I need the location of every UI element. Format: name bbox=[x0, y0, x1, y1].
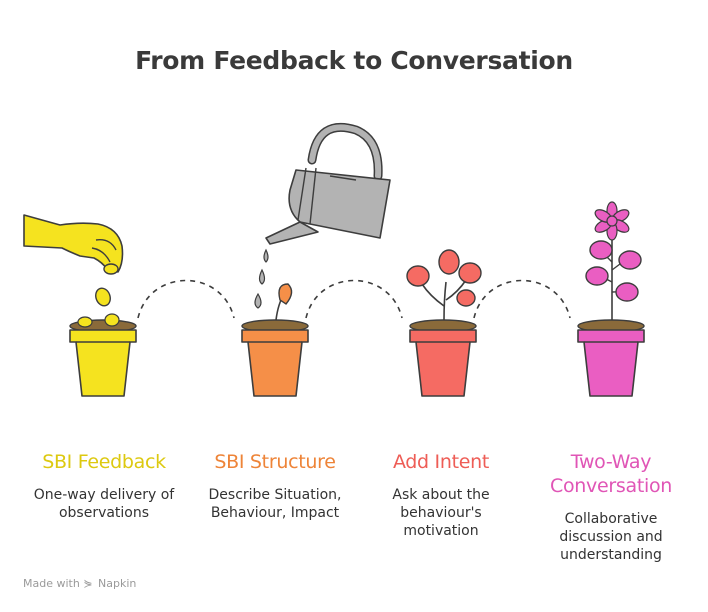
connector-3 bbox=[473, 279, 571, 319]
seed-icon bbox=[95, 287, 111, 307]
pot-pink bbox=[577, 319, 645, 397]
leafy-plant-icon bbox=[406, 249, 482, 321]
flower-icon bbox=[585, 201, 642, 320]
hand-icon bbox=[23, 214, 124, 275]
step-description: Describe Situation, Behaviour, Impact bbox=[208, 487, 342, 521]
pot-orange bbox=[241, 319, 309, 397]
napkin-logo-icon: ⋟ bbox=[83, 577, 93, 590]
step-title: SBI Structure bbox=[214, 451, 336, 473]
pot-yellow bbox=[69, 313, 137, 397]
step-description: Ask about the behaviour's motivation bbox=[392, 487, 490, 539]
step-two-way-conversation: Two-Way Conversation Collaborative discu… bbox=[526, 450, 696, 564]
step-sbi-structure: SBI Structure Describe Situation, Behavi… bbox=[190, 450, 360, 522]
step-add-intent: Add Intent Ask about the behaviour's mot… bbox=[356, 450, 526, 540]
step-description: One-way delivery of observations bbox=[33, 487, 175, 521]
made-with-label: Made with bbox=[23, 577, 80, 590]
footer: Made with ⋟ Napkin bbox=[23, 577, 136, 590]
connector-2 bbox=[305, 279, 403, 319]
brand-label: Napkin bbox=[98, 577, 137, 590]
watering-can-icon bbox=[265, 122, 391, 245]
pot-red bbox=[409, 319, 477, 397]
step-sbi-feedback: SBI Feedback One-way delivery of observa… bbox=[19, 450, 189, 522]
water-drops-icon bbox=[254, 248, 269, 309]
step-title: SBI Feedback bbox=[42, 451, 166, 473]
connector-1 bbox=[137, 279, 235, 319]
step-title: Add Intent bbox=[392, 451, 490, 473]
step-title: Two-Way Conversation bbox=[550, 451, 673, 497]
step-description: Collaborative discussion and understandi… bbox=[559, 511, 663, 563]
sprout-icon bbox=[275, 283, 293, 321]
page-title: From Feedback to Conversation bbox=[135, 46, 573, 75]
